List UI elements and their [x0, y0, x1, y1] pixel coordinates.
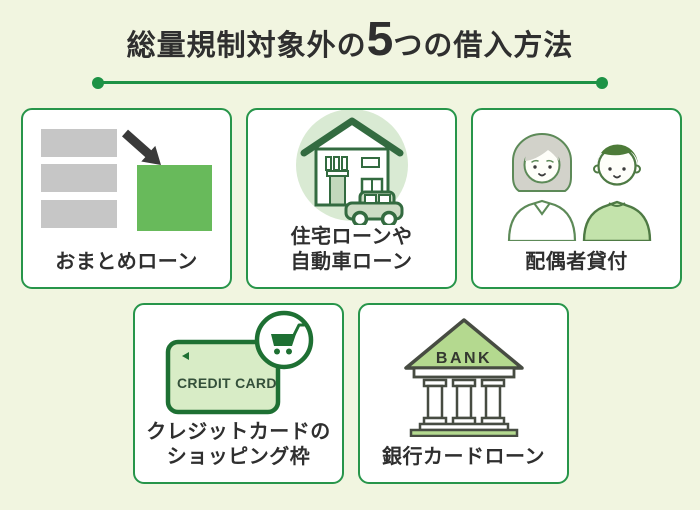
underline-left-dot — [92, 76, 104, 89]
bank-step-lower — [409, 428, 518, 437]
title-number: 5 — [366, 13, 394, 66]
arrow-icon — [121, 129, 161, 165]
gray-bar — [40, 164, 117, 192]
card-label: 銀行カードローン — [382, 446, 545, 468]
card-bank-card-loan: BANK 銀行カードローン — [358, 303, 569, 484]
car — [344, 190, 403, 225]
credit-card — [165, 339, 280, 414]
gray-bar — [40, 129, 117, 157]
credit-card-shopping-icon: CREDIT CARD — [135, 305, 342, 420]
card-credit-card-shopping: CREDIT CARD クレジットカードの ショッピング枠 — [133, 303, 344, 484]
woman — [507, 133, 577, 241]
card-label: おまとめローン — [55, 251, 198, 273]
page-title: 総量規制対象外の5つの借入方法 — [0, 14, 700, 72]
shopping-cart-icon — [270, 323, 305, 354]
house-gable — [311, 122, 392, 151]
consolidation-loan-icon — [23, 110, 230, 250]
card-label: 配偶者貸付 — [525, 251, 628, 273]
title-prefix: 総量規制対象外の — [126, 30, 367, 62]
card-label: 住宅ローンや 自動車ローン — [290, 226, 413, 273]
card-arrow-mark — [181, 351, 189, 360]
bank-columns — [422, 378, 505, 426]
card-consolidation-loan: おまとめローン — [21, 108, 232, 289]
man — [582, 144, 652, 241]
married-couple-icon — [473, 110, 680, 250]
house-door — [328, 174, 346, 206]
bank-roof-text: BANK — [435, 350, 491, 367]
card-spouse-lending: 配偶者貸付 — [471, 108, 682, 289]
bank-entablature — [412, 366, 515, 379]
house-roof — [300, 117, 403, 156]
card-house-car-loan: 住宅ローンや 自動車ローン — [246, 108, 457, 289]
underline-right-dot — [596, 76, 608, 89]
title-underline — [92, 76, 608, 89]
bank-icon: BANK — [360, 305, 567, 445]
card-label: クレジットカードの ショッピング枠 — [146, 421, 331, 468]
green-square — [136, 165, 212, 231]
title-suffix: つの借入方法 — [393, 30, 574, 62]
credit-card-text: CREDIT CARD — [177, 375, 277, 391]
gray-bar — [40, 200, 117, 228]
house-car-icon — [248, 110, 455, 225]
